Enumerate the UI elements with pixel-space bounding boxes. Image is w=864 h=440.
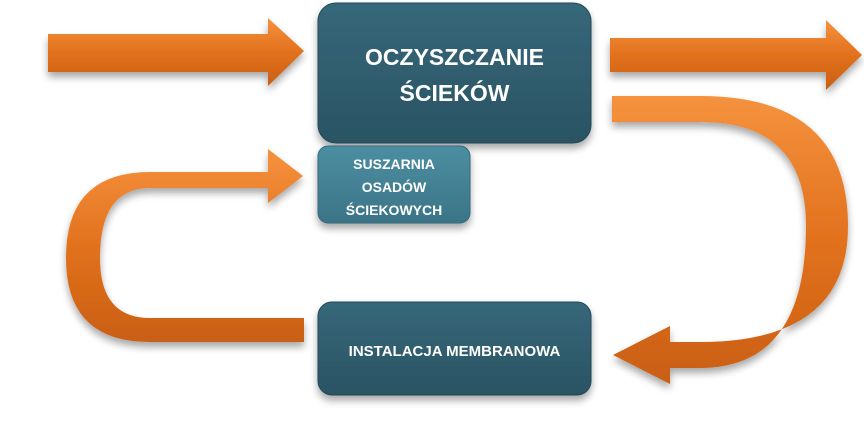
dryer-box-line-3: ŚCIEKOWYCH (346, 201, 442, 218)
membrane-installation-box: INSTALACJA MEMBRANOWA (317, 301, 592, 396)
sludge-dryer-box: SUSZARNIA OSADÓW ŚCIEKOWYCH (317, 145, 471, 224)
input-arrow (48, 18, 304, 86)
left-loop-arrow (66, 149, 304, 342)
dryer-box-line-1: SUSZARNIA (353, 156, 435, 172)
wastewater-treatment-box: OCZYSZCZANIE ŚCIEKÓW (317, 2, 592, 144)
main-box-line-2: ŚCIEKÓW (400, 79, 510, 106)
dryer-box-line-2: OSADÓW (362, 178, 427, 195)
output-arrow (610, 20, 862, 90)
main-box-line-1: OCZYSZCZANIE (365, 44, 544, 70)
membrane-box-label: INSTALACJA MEMBRANOWA (349, 343, 561, 360)
right-loop-arrow (612, 96, 848, 384)
